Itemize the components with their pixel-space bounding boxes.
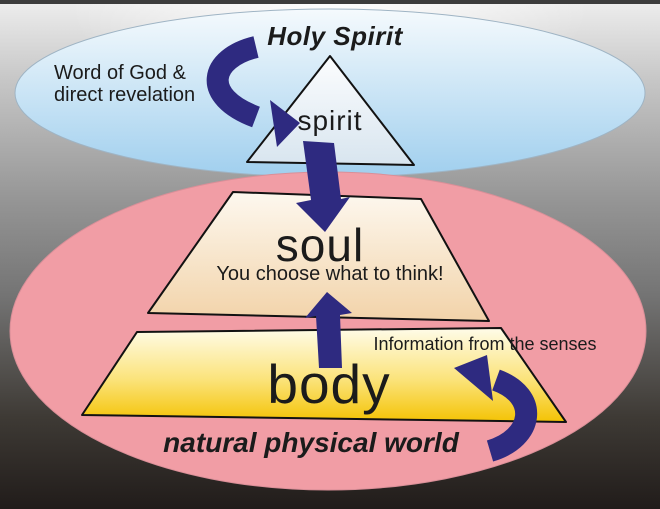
information-senses-annotation: Information from the senses [373,334,597,354]
top-border-strip [0,0,660,4]
spirit-to-soul-arrow-icon [296,141,350,232]
body-trapezoid [81,327,567,423]
senses-arrowhead-icon [454,355,493,401]
holy-spirit-arrowhead-icon [270,100,300,147]
soul-trapezoid [147,191,490,322]
senses-arrow-band [486,369,537,462]
natural-world-label: natural physical world [163,427,459,458]
spirit-label: spirit [297,105,363,136]
arrows [206,36,537,462]
holy-spirit-title: Holy Spirit [267,21,403,51]
word-of-god-annotation: Word of God & direct revelation [54,62,196,106]
body-label: body [267,353,391,415]
body-to-soul-arrow-icon [305,292,352,368]
senses-to-body-arrow [454,355,537,462]
soul-label: soul [275,219,365,271]
soul-subtitle: You choose what to think! [216,263,444,285]
holy-spirit-to-spirit-arrow [206,36,300,147]
holy-spirit-arrow-band [206,36,261,128]
